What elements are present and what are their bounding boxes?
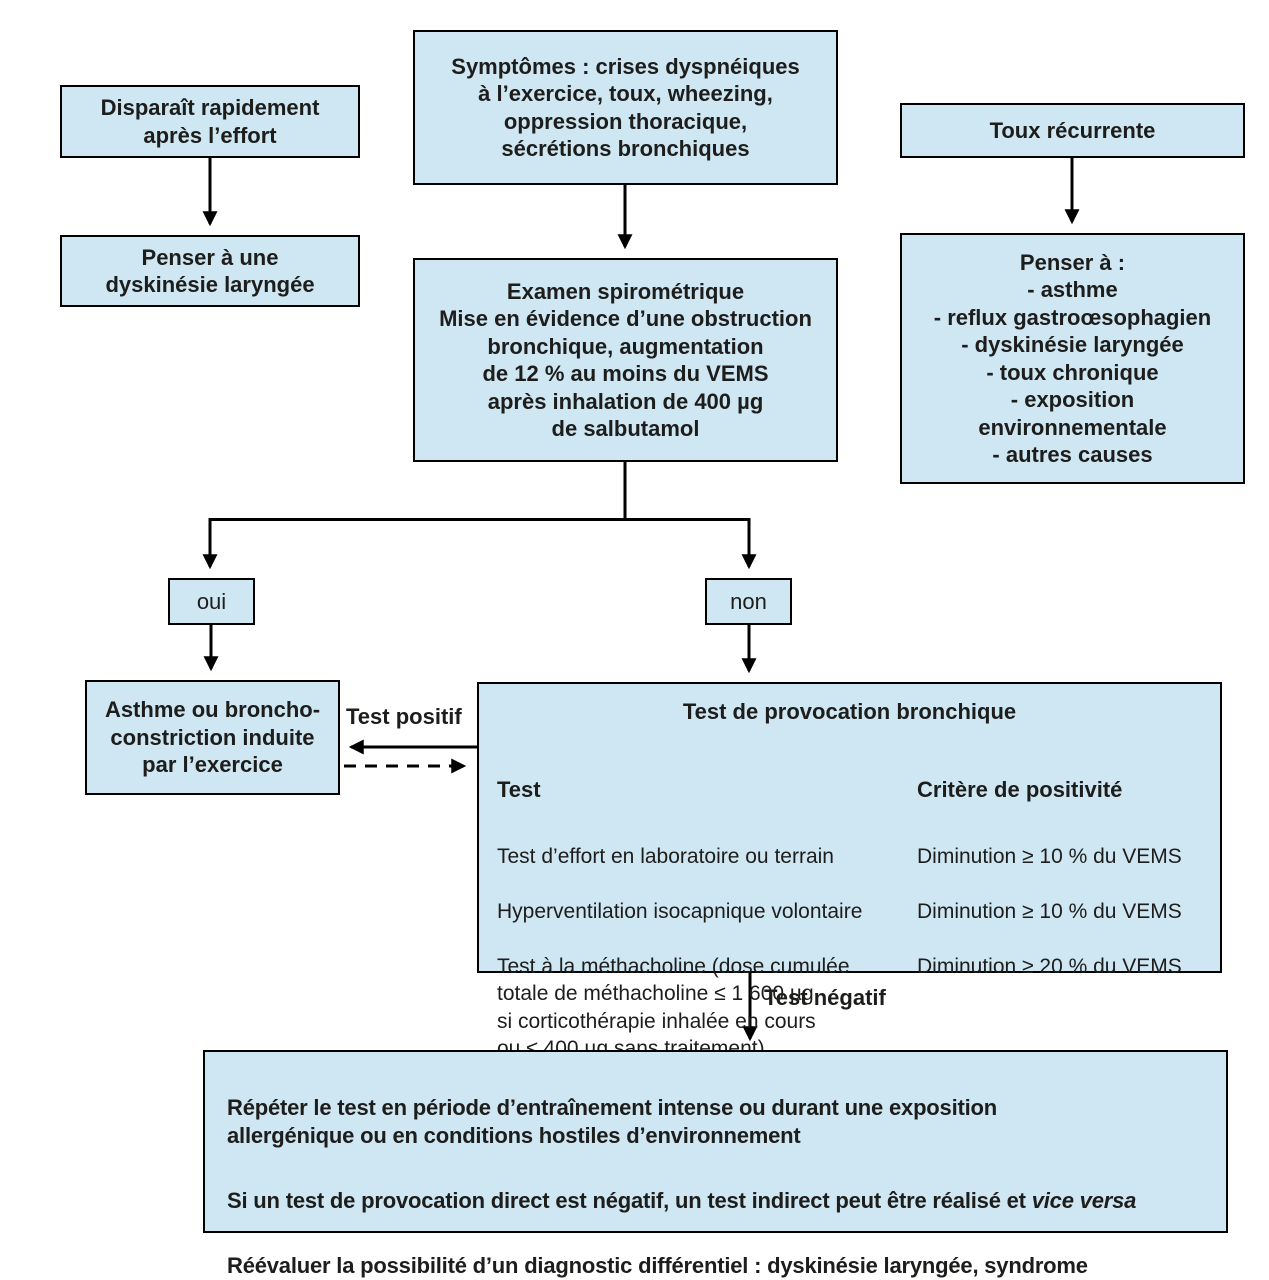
node-examen-spirometrique: Examen spirométrique Mise en évidence d’…: [413, 258, 838, 462]
bottom-p2-main: Si un test de provocation direct est nég…: [227, 1188, 1032, 1213]
edge-label-test-negatif: Test négatif: [764, 985, 886, 1010]
criteria-column-header: Critère de positivité: [917, 776, 1123, 802]
node-symptomes: Symptômes : crises dyspnéiques à l’exerc…: [413, 30, 838, 185]
test-row: Test à la méthacholine (dose cumulée tot…: [497, 954, 850, 1061]
node-toux-recurrente: Toux récurrente: [900, 103, 1245, 158]
criteria-row: Diminution ≥ 10 % du VEMS: [917, 844, 1182, 868]
node-penser-dyskinesie: Penser à une dyskinésie laryngée: [60, 235, 360, 307]
criteria-row: Diminution ≥ 10 % du VEMS: [917, 899, 1182, 923]
bottom-paragraph-vice-versa: Si un test de provocation direct est nég…: [227, 1187, 1204, 1215]
edge-label-test-positif: Test positif: [346, 704, 462, 729]
test-row: Test d’effort en laboratoire ou terrain: [497, 844, 834, 868]
test-row: Hyperventilation isocapnique volontaire: [497, 899, 863, 923]
node-disparait-rapidement: Disparaît rapidement après l’effort: [60, 85, 360, 158]
node-test-provocation: Test de provocation bronchique Test Test…: [477, 682, 1222, 1060]
criteria-row: Diminution ≥ 20 % du VEMS: [917, 954, 1182, 978]
node-oui: oui: [168, 578, 255, 625]
bottom-paragraph-reevaluer: Réévaluer la possibilité d’un diagnostic…: [227, 1253, 1088, 1278]
node-penser-a-liste: Penser à : - asthme - reflux gastroœsoph…: [900, 233, 1245, 484]
spirometrie-title: Examen spirométrique: [506, 278, 745, 304]
provocation-title: Test de provocation bronchique: [682, 699, 1017, 724]
node-test-negatif-actions: Répéter le test en période d’entraînemen…: [203, 1050, 1228, 1278]
bottom-p2-italic: vice versa: [1031, 1188, 1137, 1213]
node-asthme-bronchoconstriction: Asthme ou broncho- constriction induite …: [85, 680, 340, 795]
spirometrie-body: Mise en évidence d’une obstruction bronc…: [439, 306, 812, 441]
test-column-header: Test: [497, 776, 541, 802]
provocation-test-column: Test Test d’effort en laboratoire ou ter…: [497, 748, 862, 1090]
bottom-paragraph-repeter: Répéter le test en période d’entraînemen…: [227, 1095, 998, 1148]
node-non: non: [705, 578, 792, 625]
provocation-criteria-column: Critère de positivité Diminution ≥ 10 % …: [917, 748, 1182, 1008]
